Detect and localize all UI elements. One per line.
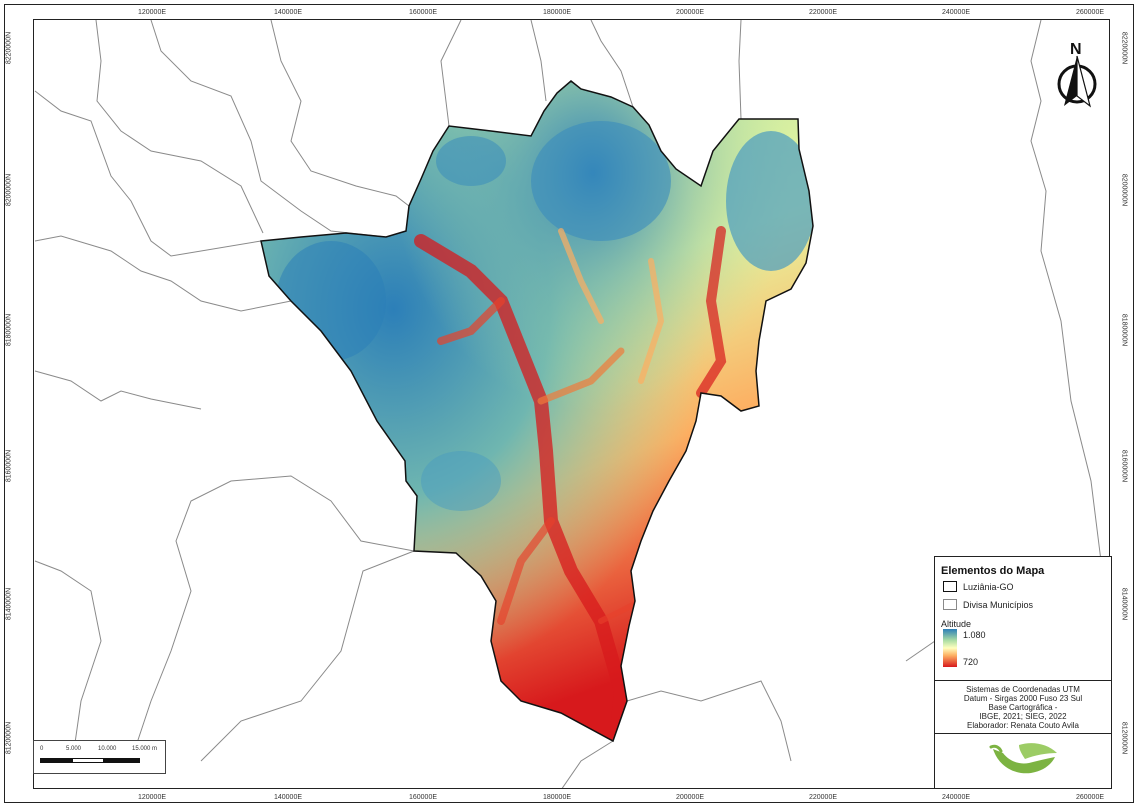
legend-panel: Elementos do Mapa Luziânia-GO Divisa Mun… bbox=[934, 556, 1112, 789]
y-tick-label: 8120000N bbox=[1120, 721, 1128, 755]
map-canvas[interactable] bbox=[33, 19, 1110, 789]
scale-segment bbox=[72, 758, 104, 763]
y-tick-label: 8180000N bbox=[5, 313, 13, 347]
y-tick-label: 8120000N bbox=[5, 721, 13, 755]
credit-line: Base Cartográfica - bbox=[988, 703, 1058, 712]
outer-frame bbox=[4, 4, 1134, 803]
y-tick-label: 8140000N bbox=[1120, 587, 1128, 621]
credit-line: IBGE, 2021; SIEG, 2022 bbox=[979, 712, 1067, 721]
x-tick-top: 140000E bbox=[273, 9, 303, 16]
credit-line: Datum - Sirgas 2000 Fuso 23 Sul bbox=[963, 694, 1083, 703]
scale-label: 10.000 bbox=[98, 746, 117, 752]
y-tick-label: 8220000N bbox=[1120, 31, 1128, 65]
altitude-color-ramp bbox=[943, 629, 957, 667]
y-tick-label: 8220000N bbox=[5, 31, 13, 65]
scale-label: 15.000 m bbox=[132, 746, 158, 752]
x-tick-bottom: 260000E bbox=[1075, 794, 1105, 801]
x-tick-bottom: 120000E bbox=[137, 794, 167, 801]
altitude-max-label: 1.080 bbox=[963, 630, 986, 640]
x-tick-top: 240000E bbox=[941, 9, 971, 16]
y-tick-label: 8140000N bbox=[5, 587, 13, 621]
y-tick-label: 8200000N bbox=[1120, 173, 1128, 207]
credits-block: Sistemas de Coordenadas UTM Datum - Sirg… bbox=[935, 680, 1111, 734]
scale-segment bbox=[40, 758, 72, 763]
y-tick-label: 8200000N bbox=[5, 173, 13, 207]
north-label: N bbox=[1070, 41, 1082, 58]
y-tick-label: 8160000N bbox=[5, 449, 13, 483]
scale-bar: 0 5.000 10.000 15.000 m bbox=[33, 740, 166, 774]
credit-line: Sistemas de Coordenadas UTM bbox=[966, 685, 1080, 694]
credit-line: Elaborador: Renata Couto Avila bbox=[967, 721, 1079, 730]
x-tick-top: 260000E bbox=[1075, 9, 1105, 16]
y-tick-label: 8180000N bbox=[1120, 313, 1128, 347]
x-tick-top: 160000E bbox=[408, 9, 438, 16]
legend-swatch-boundary bbox=[943, 581, 957, 592]
x-tick-bottom: 160000E bbox=[408, 794, 438, 801]
x-tick-bottom: 180000E bbox=[542, 794, 572, 801]
x-tick-bottom: 200000E bbox=[675, 794, 705, 801]
y-tick-label: 8160000N bbox=[1120, 449, 1128, 483]
map-svg bbox=[34, 20, 1102, 788]
legend-title: Elementos do Mapa bbox=[941, 565, 1045, 577]
x-tick-bottom: 140000E bbox=[273, 794, 303, 801]
north-arrow-icon bbox=[1057, 55, 1097, 108]
x-tick-top: 220000E bbox=[808, 9, 838, 16]
scale-segment bbox=[104, 758, 140, 763]
scale-label: 0 bbox=[40, 746, 44, 752]
luziania-boundary bbox=[260, 80, 814, 743]
municipal-boundaries bbox=[34, 20, 1102, 788]
legend-swatch-municipal bbox=[943, 599, 957, 610]
x-tick-top: 120000E bbox=[137, 9, 167, 16]
x-tick-bottom: 220000E bbox=[808, 794, 838, 801]
altitude-min-label: 720 bbox=[963, 657, 979, 667]
legend-item-label: Divisa Municípios bbox=[963, 600, 1034, 610]
x-tick-bottom: 240000E bbox=[941, 794, 971, 801]
scale-label: 5.000 bbox=[66, 746, 82, 752]
altitude-raster bbox=[261, 81, 813, 741]
leaf-cup-logo bbox=[989, 743, 1057, 774]
x-tick-top: 180000E bbox=[542, 9, 572, 16]
legend-item-label: Luziânia-GO bbox=[963, 582, 1014, 592]
x-tick-top: 200000E bbox=[675, 9, 705, 16]
altitude-title: Altitude bbox=[941, 619, 972, 629]
